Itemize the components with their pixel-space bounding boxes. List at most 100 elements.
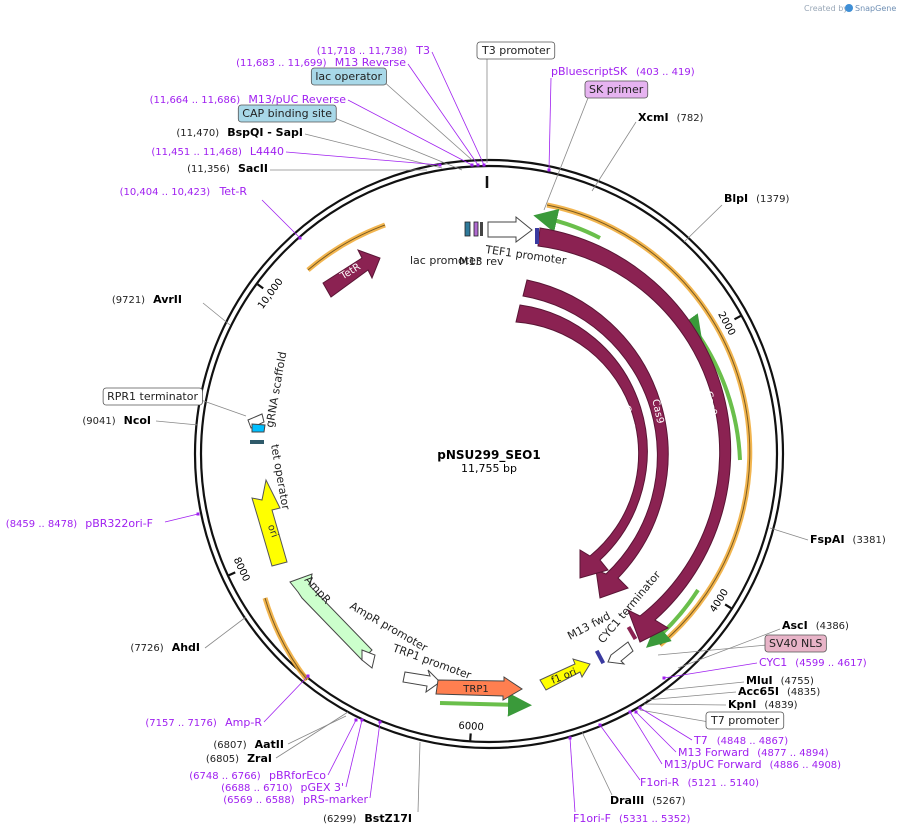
callout-line-acc65i [645, 691, 737, 701]
site-label-t7[interactable]: T7(4848 .. 4867) [693, 734, 788, 747]
f1-ori-feature[interactable] [539, 658, 591, 691]
site-name: AatII [255, 738, 284, 751]
site-label-f1orir[interactable]: F1ori-R(5121 .. 5140) [640, 776, 759, 789]
site-name: AhdI [172, 641, 200, 654]
site-position: (4599 .. 4617) [795, 658, 867, 669]
site-label-draiii[interactable]: DraIII(5267) [610, 794, 686, 807]
site-position: (9721) [112, 295, 145, 306]
callout-line-cap [331, 116, 463, 171]
callout-line-m13puc [347, 99, 473, 166]
cas9-feature-inner[interactable] [515, 304, 648, 579]
site-label-f1orif[interactable]: F1ori-F(5331 .. 5352) [573, 812, 690, 825]
primer-site-marker [354, 718, 358, 722]
primer-site-marker [476, 163, 480, 167]
site-label-aatii[interactable]: AatII(6807) [213, 738, 284, 751]
site-label-t3[interactable]: T3(11,718 .. 11,738) [317, 44, 430, 57]
site-label-skprimer[interactable]: SK primer [584, 80, 649, 99]
lac-promoter-box[interactable] [480, 222, 483, 236]
primer-site-marker [628, 710, 632, 714]
trp1-feature[interactable] [435, 676, 523, 701]
site-label-lacop[interactable]: lac operator [310, 67, 387, 86]
lac-operator-box[interactable] [464, 221, 471, 237]
f1-ori-label: f1 ori [550, 667, 578, 687]
site-label-pgex3[interactable]: pGEX 3'(6688 .. 6710) [221, 781, 344, 794]
site-position: (11,470) [176, 128, 219, 139]
callout-line-avrii [202, 302, 231, 326]
site-label-ampr_p[interactable]: Amp-R(7157 .. 7176) [145, 716, 262, 729]
primer-site-marker [470, 163, 474, 167]
callout-line-pbrforeco [327, 719, 357, 776]
ampr-feature[interactable] [289, 573, 373, 661]
site-label-m13puc[interactable]: M13/pUC Reverse(11,664 .. 11,686) [150, 93, 347, 106]
site-label-cyc1[interactable]: CYC1(4599 .. 4617) [759, 656, 867, 669]
site-label-asci[interactable]: AscI(4386) [782, 619, 849, 632]
site-labels: T3(11,718 .. 11,738)M13 Reverse(11,683 .… [6, 41, 886, 825]
cas9-feature-middle[interactable] [522, 279, 669, 599]
primer-site-marker [568, 736, 572, 740]
site-label-avrii[interactable]: AvrII(9721) [112, 293, 182, 306]
site-label-fspai[interactable]: FspAI(3381) [810, 533, 886, 546]
trp1-label: TRP1 [462, 684, 488, 695]
m13-fwd-box[interactable] [594, 649, 606, 665]
ori-feature[interactable] [251, 478, 288, 567]
ampr-promoter-arrow[interactable] [361, 649, 376, 669]
site-label-blpi[interactable]: BlpI(1379) [724, 192, 789, 205]
site-position: (4877 .. 4894) [757, 748, 829, 759]
site-name: T7 [693, 734, 708, 747]
callout-line-ncoi [155, 420, 199, 426]
site-name: SK primer [589, 83, 644, 96]
site-name: pBRforEco [269, 769, 326, 782]
site-label-mlui[interactable]: MluI(4755) [746, 674, 814, 687]
primer-site-marker [298, 236, 302, 240]
m13-rev-box[interactable] [473, 221, 479, 237]
site-callout-lines [155, 51, 809, 813]
site-label-bspqi[interactable]: BspQI - SapI(11,470) [176, 126, 303, 139]
site-label-ahdi[interactable]: AhdI(7726) [130, 641, 200, 654]
primer-site-marker [360, 718, 364, 722]
callout-line-xcmi [591, 121, 637, 192]
site-label-sacii[interactable]: SacII(11,356) [187, 162, 268, 175]
site-position: (6688 .. 6710) [221, 783, 293, 794]
site-label-rpr1[interactable]: RPR1 terminator [102, 387, 203, 406]
primer-arrow-trp1 [439, 692, 532, 717]
primer-arrow-3 [646, 588, 700, 648]
site-name: T7 promoter [710, 714, 780, 727]
site-label-t3prom[interactable]: T3 promoter [476, 41, 556, 60]
tetr-feature[interactable] [322, 249, 381, 298]
grna-scaffold-feature[interactable] [251, 423, 266, 433]
tef1-start-box[interactable] [535, 228, 539, 244]
site-label-cap[interactable]: CAP binding site [237, 104, 337, 123]
site-label-tetr_p[interactable]: Tet-R(10,404 .. 10,423) [120, 185, 248, 198]
site-label-pbsk[interactable]: pBluescriptSK(403 .. 419) [551, 65, 695, 78]
site-label-prs[interactable]: pRS-marker(6569 .. 6588) [223, 793, 368, 806]
site-label-m13rev[interactable]: M13 Reverse(11,683 .. 11,699) [236, 56, 406, 69]
site-label-kpni[interactable]: KpnI(4839) [728, 698, 798, 711]
tef1-promoter-arrow[interactable] [487, 215, 533, 243]
sv40-nls-box[interactable] [626, 625, 638, 641]
tet-operator-box[interactable] [250, 440, 264, 444]
site-label-bstz17i[interactable]: BstZ17I(6299) [323, 812, 412, 825]
site-label-t7prom[interactable]: T7 promoter [705, 711, 785, 730]
site-label-zrai[interactable]: ZraI(6805) [206, 752, 272, 765]
site-label-m13fwd[interactable]: M13 Forward(4877 .. 4894) [678, 746, 829, 759]
site-name: DraIII [610, 794, 644, 807]
site-label-xcmi[interactable]: XcmI(782) [638, 111, 704, 124]
primer-band-tetr-core [307, 224, 386, 271]
primer-site-marker [306, 674, 310, 678]
cas9-feature-outer[interactable] [537, 227, 732, 643]
site-label-pbrforeco[interactable]: pBRforEco(6748 .. 6766) [189, 769, 326, 782]
site-label-ncoi[interactable]: NcoI(9041) [82, 414, 151, 427]
site-label-acc65i[interactable]: Acc65I(4835) [738, 685, 820, 698]
site-name: T3 [415, 44, 430, 57]
site-label-m13pucfwd[interactable]: M13/pUC Forward(4886 .. 4908) [664, 758, 841, 771]
tick-label-4000: 4000 [708, 587, 731, 614]
cyc1-terminator-arrow[interactable] [607, 641, 634, 665]
site-label-l4440[interactable]: L4440(11,451 .. 11,468) [151, 145, 284, 158]
site-label-sv40[interactable]: SV40 NLS [764, 634, 827, 653]
trp1-promoter-arrow[interactable] [402, 669, 441, 694]
site-name: M13/pUC Forward [664, 758, 762, 771]
site-position: (7157 .. 7176) [145, 718, 217, 729]
site-position: (4755) [781, 676, 814, 687]
site-label-pbr322[interactable]: pBR322ori-F(8459 .. 8478) [6, 517, 153, 530]
primer-site-marker [662, 676, 666, 680]
